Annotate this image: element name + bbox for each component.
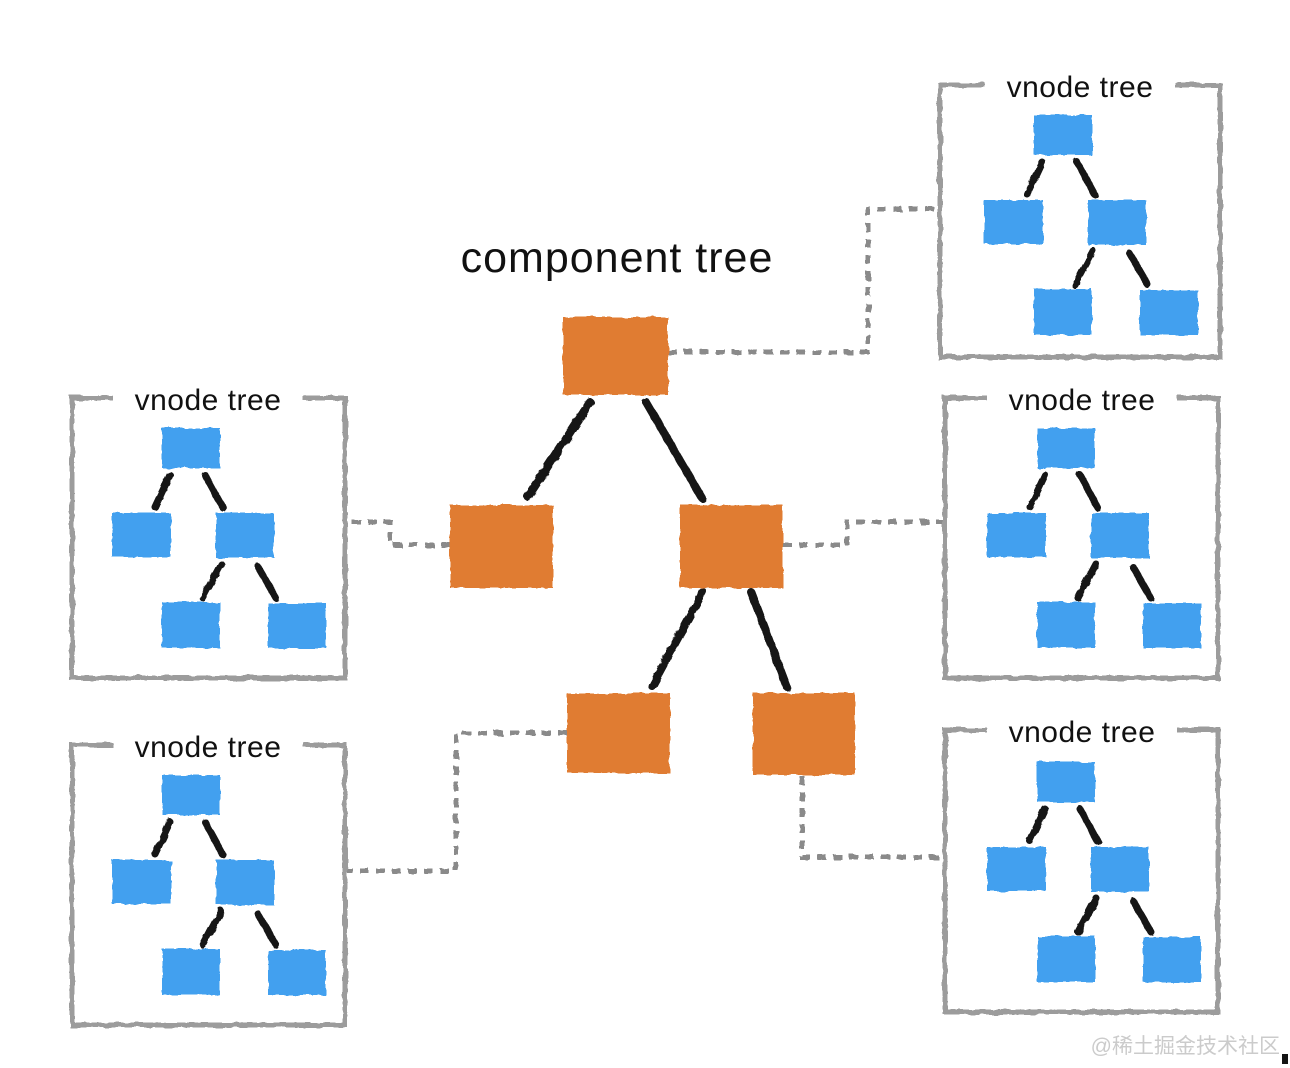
component-edge-root-left: [524, 398, 594, 501]
connector-grandchild-left-to-bottom-left: [345, 730, 567, 874]
vnode-tree-middle-left: [69, 380, 348, 681]
vnode-subtree: [112, 775, 326, 995]
component-edge-right-right: [747, 588, 791, 691]
component-edge-root-right: [642, 398, 706, 502]
vnode-subtree: [987, 762, 1201, 982]
vnode-title-mask: [987, 712, 1177, 748]
vnode-subtree: [984, 115, 1198, 335]
component-node-grandchild-right: [753, 693, 855, 775]
vnode-title-mask: [987, 380, 1177, 416]
vnode-tree-bottom-right: [942, 712, 1221, 1015]
connector-grandchild-right-to-bottom-right: [799, 776, 945, 860]
vnode-tree-bottom-left: [69, 727, 348, 1028]
vnode-subtree: [112, 428, 326, 648]
component-node-root: [563, 317, 668, 395]
watermark-text: @稀土掘金技术社区: [1091, 1035, 1280, 1058]
vnode-tree-title-middle-left: vnode tree: [135, 384, 282, 417]
vnode-subtree: [987, 428, 1201, 648]
component-node-right: [680, 505, 783, 588]
vnode-tree-title-bottom-left: vnode tree: [135, 731, 282, 764]
connector-right-child-to-middle-right: [783, 519, 945, 548]
sketch-layer: [69, 67, 1223, 1028]
component-edge-right-left: [648, 588, 707, 690]
vnode-tree-top-right: [937, 67, 1223, 360]
vnode-title-mask: [985, 67, 1175, 103]
vnode-title-mask: [113, 380, 303, 416]
component-tree: [450, 317, 855, 775]
vnode-tree-title-top-right: vnode tree: [1007, 71, 1154, 104]
component-node-left: [450, 505, 553, 588]
connector-left-child-to-middle-left: [345, 519, 450, 548]
vnode-tree-title-bottom-right: vnode tree: [1009, 716, 1156, 749]
connector-root-to-top-right: [668, 206, 940, 355]
corner-mark: [1282, 1054, 1288, 1064]
vnode-tree-middle-right: [942, 380, 1221, 681]
vnode-title-mask: [113, 727, 303, 763]
vnode-tree-title-middle-right: vnode tree: [1009, 384, 1156, 417]
component-tree-title: component tree: [461, 234, 774, 282]
component-node-grandchild-left: [567, 693, 670, 773]
